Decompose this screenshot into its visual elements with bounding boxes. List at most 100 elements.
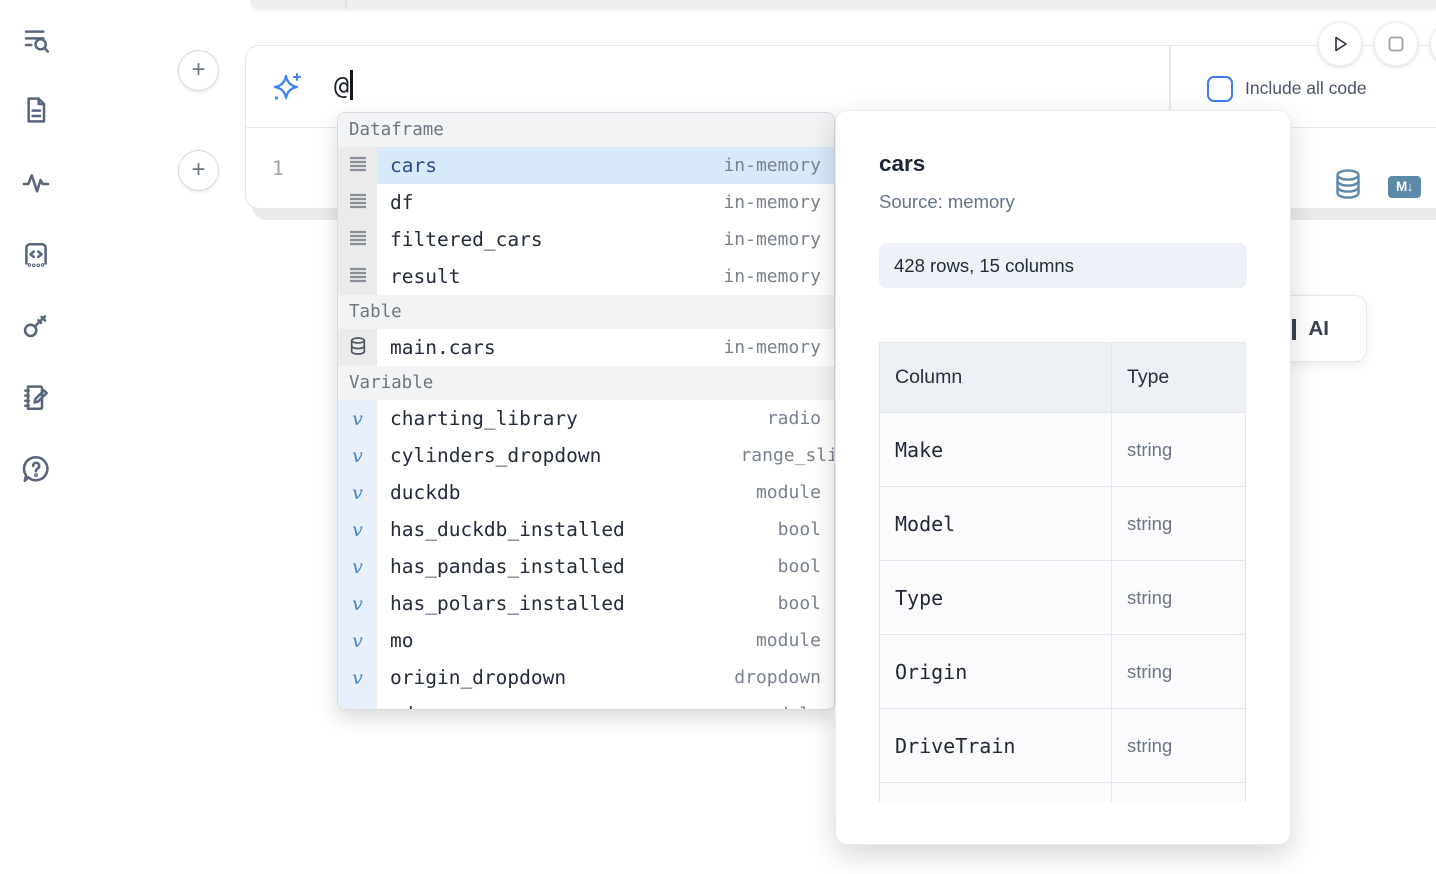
completion-item-detail: bool [777,556,821,577]
schema-column-type: string [1111,708,1246,783]
secrets-key-icon[interactable] [20,309,52,341]
input-divider [1169,46,1171,126]
completion-item[interactable]: v has_pandas_installed bool [338,548,834,585]
completion-item[interactable]: filtered_cars in-memory [338,221,834,258]
completion-item[interactable]: main.cars in-memory [338,329,834,366]
completion-item-detail: range_sli [740,445,835,466]
activity-icon[interactable] [20,166,52,198]
completion-item-detail: bool [777,519,821,540]
completion-item[interactable]: df in-memory [338,184,834,221]
previous-cell-divider [345,0,347,9]
completion-item-detail: in-memory [723,266,821,287]
variable-icon: v [338,622,377,659]
completion-item-detail: module [755,482,821,503]
completion-item-name: charting_library [390,407,578,430]
completion-item-detail: module [756,704,821,709]
dataframe-icon [338,221,377,258]
schema-column-type: string [1111,560,1246,635]
completion-item-name: cars [390,154,437,177]
dataframe-icon [338,258,377,295]
include-all-code-label: Include all code [1245,78,1367,98]
completion-item-detail: module [755,630,821,651]
run-button[interactable] [1318,22,1362,66]
schema-column-type: string [1111,634,1246,709]
completion-item-name: filtered_cars [390,228,543,251]
file-document-icon[interactable] [20,94,52,126]
variable-icon: v [338,474,377,511]
database-icon[interactable] [1334,168,1362,205]
completion-item-detail: in-memory [723,155,821,176]
left-sidebar [0,0,72,874]
schema-column-name: Model [879,486,1112,561]
completion-item-detail: bool [777,593,821,614]
completion-item-name: df [390,191,414,214]
help-chat-icon[interactable] [20,453,52,485]
schema-column-header: Type [1111,342,1246,413]
completion-item-name: has_duckdb_installed [390,518,625,541]
database-icon [338,329,377,366]
schema-column-name: Type [879,560,1112,635]
preview-shape-badge: 428 rows, 15 columns [879,243,1247,288]
completion-item-name: has_pandas_installed [390,555,625,578]
add-cell-above-button[interactable]: + [178,50,219,91]
completion-item[interactable]: v cylinders_dropdown range_sli [338,437,834,474]
text-cursor [350,70,353,100]
scratchpad-icon[interactable] [20,381,52,413]
clipped-letter [1292,319,1296,340]
variable-icon: v [338,437,377,474]
schema-row-partial [879,782,1246,802]
completion-item[interactable]: v pd module [338,696,834,709]
add-cell-below-button[interactable]: + [178,150,219,191]
include-all-code-checkbox[interactable] [1207,76,1233,102]
completion-item-name: origin_dropdown [390,666,567,689]
markdown-icon[interactable]: M↓ [1388,175,1421,198]
schema-column-name: Origin [879,634,1112,709]
toc-search-icon[interactable] [20,23,52,55]
ai-sparkle-icon [272,72,302,102]
completion-item-name: duckdb [390,481,461,504]
dataframe-icon [338,147,377,184]
variable-icon: v [338,696,377,709]
schema-column-type: string [1111,412,1246,487]
schema-column-header: Column [879,342,1112,413]
completion-item-detail: in-memory [723,229,821,250]
ai-prompt-input[interactable]: @ [334,70,353,100]
completion-item-name: main.cars [390,336,496,359]
completion-item-detail: radio [766,408,821,429]
completion-item-name: pd [390,703,413,709]
variable-icon: v [338,548,377,585]
completion-item[interactable]: cars in-memory [338,147,834,184]
stop-button[interactable] [1374,22,1418,66]
completion-item-detail: in-memory [723,337,821,358]
completion-item-detail: dropdown [734,667,821,688]
schema-column-type: string [1111,486,1246,561]
preview-source: Source: memory [879,191,1015,212]
preview-title: cars [879,151,926,176]
previous-cell-bottom-edge [250,0,1436,9]
completion-item-name: cylinders_dropdown [390,444,602,467]
dataframe-icon [338,184,377,221]
snippets-code-icon[interactable] [20,238,52,270]
completion-section-header: Variable [338,366,834,400]
variable-icon: v [338,511,377,548]
stop-icon [1388,36,1404,52]
play-icon [1335,36,1347,52]
completion-section-header: Dataframe [338,113,834,147]
completion-item[interactable]: v has_duckdb_installed bool [338,511,834,548]
completion-item-detail: in-memory [723,192,821,213]
variable-icon: v [338,585,377,622]
schema-column-name: Make [879,412,1112,487]
